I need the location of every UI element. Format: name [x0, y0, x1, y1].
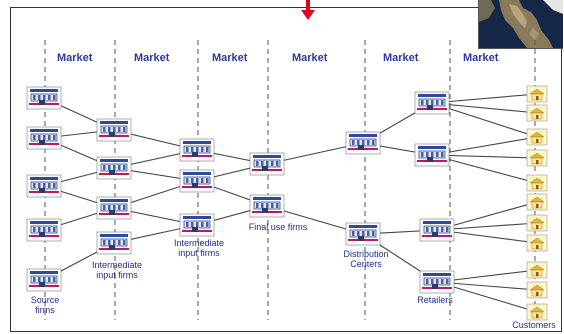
supply-link — [431, 136, 538, 156]
factory-icon — [179, 213, 215, 237]
factory-icon — [96, 118, 132, 142]
intermediate-1-line-2: input firms — [96, 270, 138, 280]
factory-icon — [26, 218, 62, 242]
retailers-label: Retailers — [410, 295, 460, 305]
factory-icon — [249, 194, 285, 218]
source-label-line-1: Source — [30, 295, 60, 305]
factory-icon — [26, 174, 62, 198]
intermediate-input-firms-label-2: Intermediate input firms — [164, 238, 234, 258]
supply-link — [431, 102, 538, 138]
customers-line-1: Customers — [512, 320, 556, 330]
house-icon — [526, 303, 548, 321]
retailers-line-1: Retailers — [417, 295, 453, 305]
factory-icon — [419, 218, 455, 242]
factory-icon — [96, 231, 132, 255]
intermediate-2-line-1: Intermediate — [173, 238, 225, 248]
market-label: Market — [292, 52, 328, 64]
factory-icon — [96, 156, 132, 180]
market-label: Market — [383, 52, 419, 64]
factory-icon — [96, 196, 132, 220]
factory-icon — [419, 270, 455, 294]
market-label: Market — [57, 52, 93, 64]
house-icon — [526, 193, 548, 211]
factory-icon — [414, 91, 450, 115]
factory-icon — [26, 268, 62, 292]
factory-icon — [26, 86, 62, 110]
house-icon — [526, 234, 548, 252]
factory-icon — [26, 126, 62, 150]
factory-icon — [179, 138, 215, 162]
intermediate-input-firms-label-1: Intermediate input firms — [82, 260, 152, 280]
house-icon — [526, 214, 548, 232]
supply-link — [431, 154, 538, 184]
market-label: Market — [463, 52, 499, 64]
final-use-firms-label: Final use firms — [238, 222, 318, 232]
customers-label: Customers — [504, 320, 564, 330]
house-icon — [526, 281, 548, 299]
house-icon — [526, 149, 548, 167]
house-icon — [526, 128, 548, 146]
house-icon — [526, 174, 548, 192]
factory-icon — [345, 131, 381, 155]
supply-link — [431, 93, 538, 104]
house-icon — [526, 104, 548, 122]
final-use-line-1: Final use firms — [248, 222, 308, 232]
market-label: Market — [134, 52, 170, 64]
source-firms-label: Source firms — [22, 295, 68, 315]
source-label-line-2: firms — [35, 305, 55, 315]
supply-link — [431, 154, 538, 159]
house-icon — [526, 261, 548, 279]
factory-icon — [414, 143, 450, 167]
factory-icon — [179, 169, 215, 193]
distribution-centers-label: Distribution Centers — [334, 249, 398, 269]
map-thumbnail-icon — [478, 0, 563, 49]
market-label: Market — [212, 52, 248, 64]
distribution-line-1: Distribution — [343, 249, 389, 259]
down-arrow-icon — [301, 0, 315, 20]
distribution-line-2: Centers — [350, 259, 382, 269]
intermediate-1-line-1: Intermediate — [91, 260, 143, 270]
factory-icon — [249, 152, 285, 176]
house-icon — [526, 85, 548, 103]
intermediate-2-line-2: input firms — [178, 248, 220, 258]
supply-link — [431, 102, 538, 114]
factory-icon — [345, 222, 381, 246]
